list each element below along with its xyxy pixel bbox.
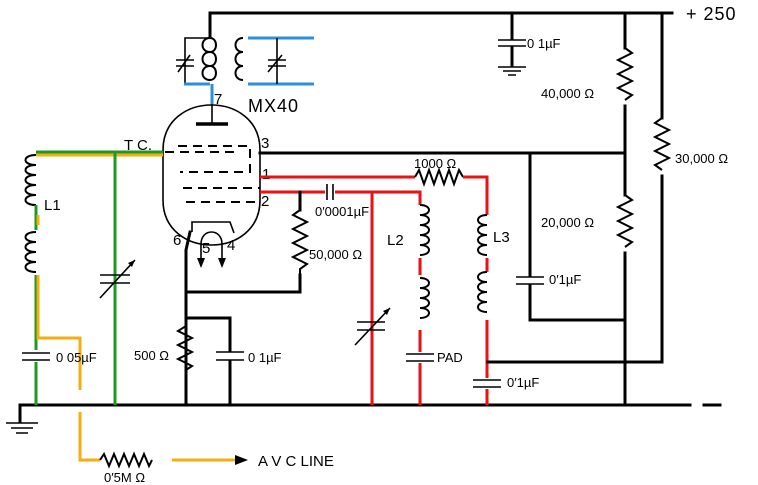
l2-label: L2 — [387, 232, 404, 249]
l1-label: L1 — [44, 197, 61, 214]
ground-rail — [6, 403, 722, 434]
cathode-circuit — [175, 230, 302, 407]
oscillator-circuit — [260, 167, 664, 405]
r-1000-label: 1000 Ω — [414, 156, 457, 171]
l3-label: L3 — [493, 229, 510, 246]
ht-rail — [208, 11, 674, 38]
r-20k-label: 20,000 Ω — [541, 215, 594, 230]
r-40k-label: 40,000 Ω — [541, 86, 594, 101]
pin-5-label: 5 — [202, 240, 210, 257]
r-avc-label: 0′5M Ω — [104, 470, 145, 485]
avc-line-label: A V C LINE — [258, 453, 334, 470]
c-screen-label: 0′1µF — [549, 272, 581, 287]
supply-label: + 250 — [686, 4, 737, 24]
r-cathode-label: 500 Ω — [134, 348, 169, 363]
c-l1-label: 0 05µF — [56, 350, 97, 365]
c-cathode-label: 0 1µF — [248, 350, 282, 365]
signal-grid-circuit — [22, 150, 248, 469]
r-50k-label: 50,000 Ω — [309, 247, 362, 262]
pin-1-label: 1 — [262, 166, 270, 183]
valve-mx40 — [162, 104, 261, 268]
tube-label: MX40 — [248, 96, 299, 116]
r-30k-label: 30,000 Ω — [675, 151, 728, 166]
pin-4-label: 4 — [227, 237, 235, 254]
c-grid-label: 0′0001µF — [315, 204, 369, 219]
c-l3-label: 0′1µF — [507, 375, 539, 390]
c-decouple-hv-label: 0 1µF — [527, 36, 561, 51]
if-transformer — [176, 36, 314, 104]
pin-7-label: 7 — [214, 91, 222, 108]
pad-label: PAD — [437, 350, 463, 365]
screen-supply — [258, 11, 672, 407]
pin-6-label: 6 — [173, 232, 181, 249]
pin-2-label: 2 — [261, 193, 269, 210]
top-cap-label: T C. — [124, 137, 152, 154]
pin-3-label: 3 — [261, 135, 269, 152]
